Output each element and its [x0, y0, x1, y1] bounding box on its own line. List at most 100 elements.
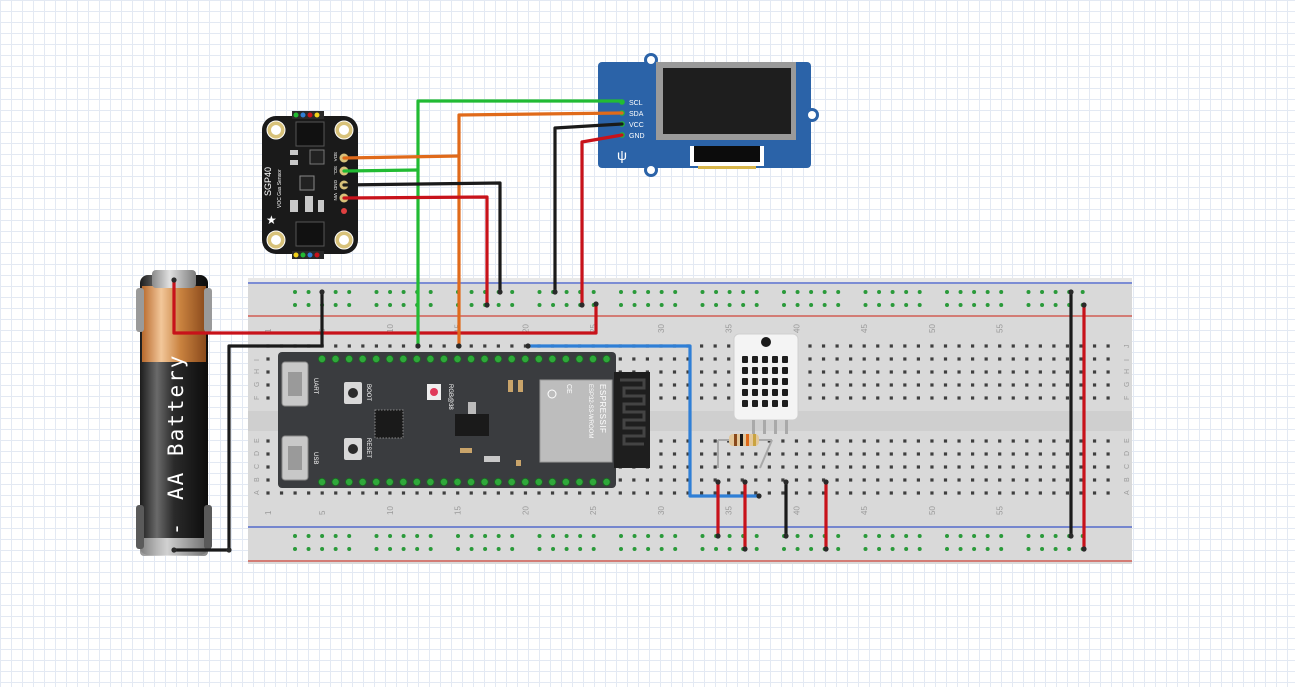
- sgp40-regulator: [309, 149, 325, 165]
- breadboard-hole: [1106, 452, 1110, 456]
- breadboard-hole: [1092, 357, 1097, 361]
- dht22-grill-slot: [782, 356, 788, 363]
- rail-hole: [945, 534, 949, 538]
- battery-negative-cap: [140, 538, 208, 556]
- row-letter: I: [1124, 359, 1131, 361]
- rail-hole: [469, 547, 474, 551]
- dht22-grill-slot: [752, 389, 758, 396]
- rail-hole: [754, 547, 759, 551]
- rail-hole: [958, 534, 963, 538]
- rail-hole: [619, 303, 623, 307]
- wire-endpoint: [715, 479, 721, 485]
- wire-endpoint: [484, 302, 490, 308]
- breadboard-hole: [835, 396, 839, 400]
- breadboard-hole: [930, 465, 934, 469]
- breadboard-hole: [1092, 370, 1097, 374]
- breadboard-hole: [903, 452, 907, 456]
- breadboard-hole: [943, 478, 948, 482]
- breadboard-hole: [1052, 357, 1056, 361]
- breadboard-hole: [496, 491, 500, 495]
- breadboard-hole: [700, 452, 704, 456]
- rail-hole: [632, 534, 637, 538]
- rail-hole: [795, 534, 800, 538]
- rail-hole: [999, 534, 1004, 538]
- column-number: 1: [264, 510, 273, 515]
- breadboard-hole: [740, 465, 744, 469]
- breadboard-hole: [672, 491, 677, 495]
- smd-part-3: [460, 448, 472, 453]
- rail-hole: [1026, 534, 1031, 538]
- rail-hole: [754, 534, 759, 538]
- breadboard-hole: [808, 452, 812, 456]
- breadboard-hole: [781, 439, 785, 443]
- esp32-pin: [331, 477, 340, 486]
- breadboard-hole: [1052, 452, 1056, 456]
- breadboard-hole: [1092, 439, 1097, 443]
- breadboard-hole: [1052, 465, 1056, 469]
- wire-endpoint: [756, 493, 762, 499]
- breadboard-hole: [984, 370, 988, 374]
- breadboard-hole: [971, 478, 975, 482]
- breadboard-hole: [876, 396, 880, 400]
- wire-endpoint: [319, 289, 325, 295]
- breadboard-hole: [876, 465, 880, 469]
- esp32-pin: [331, 354, 340, 363]
- breadboard-hole: [835, 452, 839, 456]
- rail-hole: [496, 303, 501, 307]
- wire-endpoint: [823, 546, 829, 552]
- breadboard-hole: [686, 465, 690, 469]
- breadboard-hole: [862, 383, 866, 387]
- breadboard-hole: [1038, 491, 1042, 495]
- rail-hole: [333, 547, 338, 551]
- esp32-pin: [521, 477, 530, 486]
- breadboard-hole: [849, 383, 853, 387]
- breadboard-hole: [808, 465, 812, 469]
- breadboard-hole: [672, 357, 677, 361]
- wire-endpoint: [456, 343, 462, 349]
- breadboard-hole: [808, 344, 812, 348]
- row-letter: G: [1124, 382, 1131, 387]
- breadboard-hole: [808, 370, 812, 374]
- rail-hole: [917, 534, 922, 538]
- breadboard-hole: [998, 383, 1002, 387]
- breadboard-hole: [781, 452, 785, 456]
- breadboard-hole: [998, 465, 1002, 469]
- sgp40-connector-chip-bottom: [295, 221, 325, 247]
- breadboard-hole: [279, 491, 284, 495]
- wire-sda-sgp40: [342, 154, 461, 160]
- rail-hole: [890, 534, 895, 538]
- breadboard-hole: [808, 357, 812, 361]
- breadboard-hole: [1052, 383, 1056, 387]
- dht22-grill-slot: [742, 389, 748, 396]
- breadboard-hole: [727, 357, 731, 361]
- rail-hole: [496, 547, 501, 551]
- breadboard-hole: [591, 491, 595, 495]
- breadboard-hole: [889, 357, 893, 361]
- breadboard-hole: [781, 465, 785, 469]
- adafruit-star-icon: ★: [266, 213, 277, 227]
- rail-hole: [551, 303, 556, 307]
- rail-hole: [1040, 303, 1045, 307]
- rail-hole: [1040, 534, 1045, 538]
- breadboard-hole: [334, 491, 338, 495]
- breadboard-hole: [984, 383, 988, 387]
- breadboard-hole: [700, 465, 704, 469]
- breadboard-hole: [266, 478, 270, 482]
- breadboard-hole: [821, 396, 826, 400]
- rail-hole: [741, 303, 746, 307]
- oled-screen: [663, 68, 791, 134]
- rail-hole: [863, 290, 868, 294]
- rail-hole: [388, 290, 393, 294]
- breadboard-hole: [862, 465, 866, 469]
- wire-endpoint: [171, 547, 177, 553]
- esp32-pin: [439, 354, 448, 363]
- rail-hole: [347, 290, 352, 294]
- rail-hole: [890, 290, 895, 294]
- breadboard-hole: [984, 439, 988, 443]
- breadboard-hole: [1025, 452, 1029, 456]
- wire-endpoint: [171, 277, 177, 283]
- breadboard-hole: [930, 344, 934, 348]
- row-letter: B: [1124, 477, 1131, 482]
- rail-hole: [999, 290, 1004, 294]
- breadboard-hole: [1011, 357, 1015, 361]
